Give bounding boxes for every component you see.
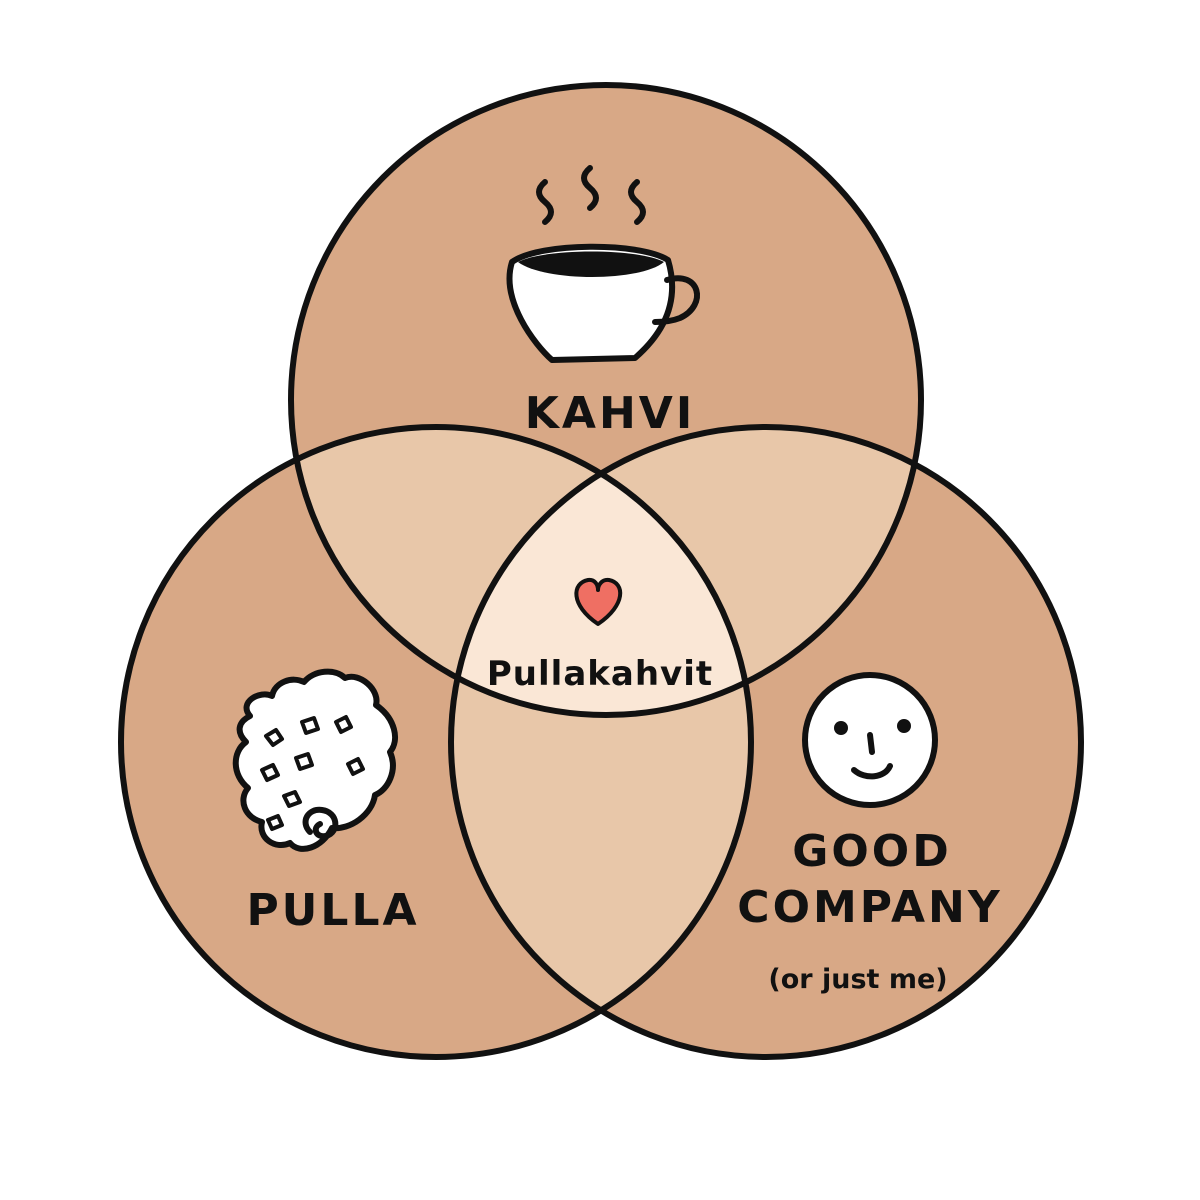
label-company: COMPANY <box>737 882 1002 933</box>
heart-icon <box>574 577 623 626</box>
smiley-face-icon <box>802 672 938 808</box>
cinnamon-bun-icon <box>232 668 398 852</box>
left-eye <box>834 721 848 735</box>
circle-kahvi-outline <box>288 82 924 718</box>
circle-outlines <box>118 82 1084 1060</box>
circle-pulla-outline <box>118 424 754 1060</box>
label-good: GOOD <box>792 826 951 877</box>
label-or-just-me: (or just me) <box>768 964 947 995</box>
label-pulla: PULLA <box>246 885 419 936</box>
label-pullakahvit: Pullakahvit <box>487 654 713 694</box>
label-kahvi: KAHVI <box>525 388 695 439</box>
right-eye <box>897 719 911 733</box>
coffee-cup-icon <box>506 165 700 363</box>
circle-company-outline <box>448 424 1084 1060</box>
